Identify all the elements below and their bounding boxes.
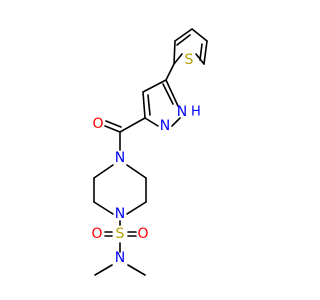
carbonyl-linker bbox=[104, 117, 146, 151]
sulfonamide-group bbox=[94, 220, 146, 276]
atom-s-thiophene: S bbox=[185, 52, 194, 68]
atom-s-sulfonyl: S bbox=[116, 226, 125, 242]
bond-thiophene-c5-c4 bbox=[203, 40, 208, 65]
bond-piperazine-n4-c5 bbox=[93, 201, 114, 215]
atom-n-dimethyl: N bbox=[115, 250, 125, 266]
bond-n-methyl-right bbox=[127, 264, 146, 276]
bond-pyrazole-n1-c5 bbox=[165, 79, 179, 107]
bond-thiophene-c4-c3 bbox=[191, 28, 208, 42]
atom-n-piperazine-top: N bbox=[115, 150, 125, 166]
bond-carbonyl-c-o-2 bbox=[105, 120, 122, 128]
bond-piperazine-c6-n1 bbox=[93, 164, 114, 179]
bond-pyrazole-n2-n1 bbox=[171, 117, 181, 127]
atom-n-pyrazole-2: N bbox=[160, 118, 170, 134]
bond-thiophene-c2-s bbox=[173, 53, 183, 65]
atom-n-piperazine-bottom: N bbox=[115, 206, 125, 222]
bond-pyrazole-c4-c3 bbox=[142, 91, 146, 119]
atom-n-pyrazole-1: N bbox=[177, 104, 187, 120]
bond-thiophene-c5-c4-inner bbox=[199, 43, 203, 61]
bond-thiophene-c2-c3-double bbox=[176, 34, 191, 46]
atom-o-sulfonyl-right: O bbox=[137, 226, 148, 242]
piperazine-ring bbox=[93, 164, 147, 215]
bond-pyrazole-c3-n2 bbox=[144, 117, 159, 127]
atom-o-sulfonyl-left: O bbox=[91, 226, 102, 242]
bond-n-methyl-left bbox=[94, 264, 113, 276]
bond-pyrazole-c4-c3-double bbox=[147, 94, 151, 116]
bond-pyrazole-c5-c4 bbox=[142, 79, 167, 93]
bond-carbonyl-c-o-1 bbox=[104, 125, 121, 133]
bond-thiophene-c2-link bbox=[173, 40, 176, 65]
molecule-structure-diagram: O N N H S N N S O O N bbox=[91, 28, 208, 276]
pyrazole-ring bbox=[142, 63, 181, 127]
bond-pyrazole-carbonyl bbox=[119, 117, 146, 133]
bond-pyrazole-n1-c5-double bbox=[162, 83, 174, 105]
atom-o-carbonyl: O bbox=[92, 116, 103, 132]
bond-thiophene-pyrazole-link bbox=[165, 63, 175, 81]
thiophene-ring bbox=[173, 28, 208, 65]
bond-piperazine-c3-n4 bbox=[126, 201, 147, 215]
bond-thiophene-c3-c2 bbox=[174, 28, 193, 42]
atom-h-pyrazole: H bbox=[191, 105, 201, 120]
bond-piperazine-n1-c2 bbox=[126, 164, 147, 179]
